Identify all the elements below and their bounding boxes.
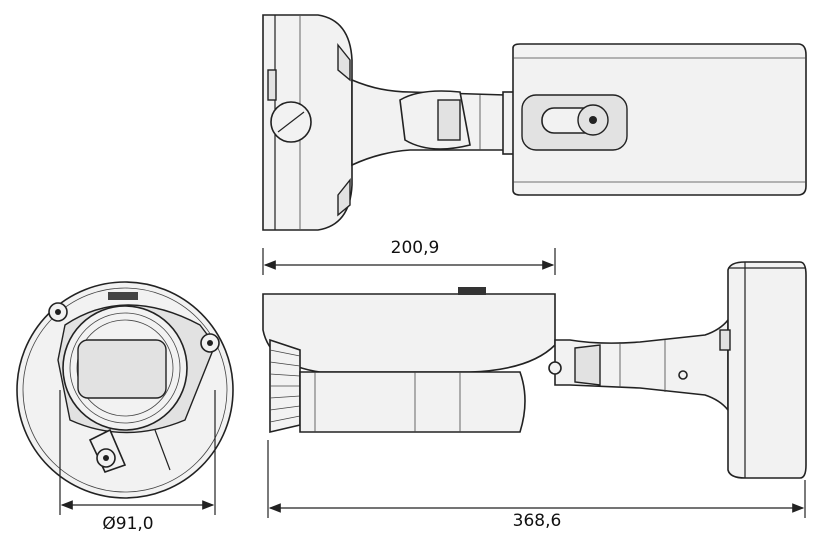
dimension-line-368-6	[267, 440, 806, 518]
dimension-line-200-9	[262, 248, 556, 275]
side-view	[262, 261, 807, 479]
arm-top	[351, 78, 516, 167]
arm-side	[548, 317, 729, 413]
dimension-label-length-to-mount: 200,9	[390, 238, 440, 258]
dimension-line-diameter	[59, 390, 216, 515]
front-view	[16, 281, 234, 499]
wall-mount-top	[262, 14, 353, 231]
camera-body-top	[512, 43, 807, 196]
top-view	[262, 14, 807, 231]
dimension-label-diameter: Ø91,0	[102, 514, 154, 534]
camera-body-side	[262, 287, 556, 434]
dimension-label-total-length: 368,6	[512, 511, 562, 531]
wall-mount-side	[719, 261, 807, 479]
